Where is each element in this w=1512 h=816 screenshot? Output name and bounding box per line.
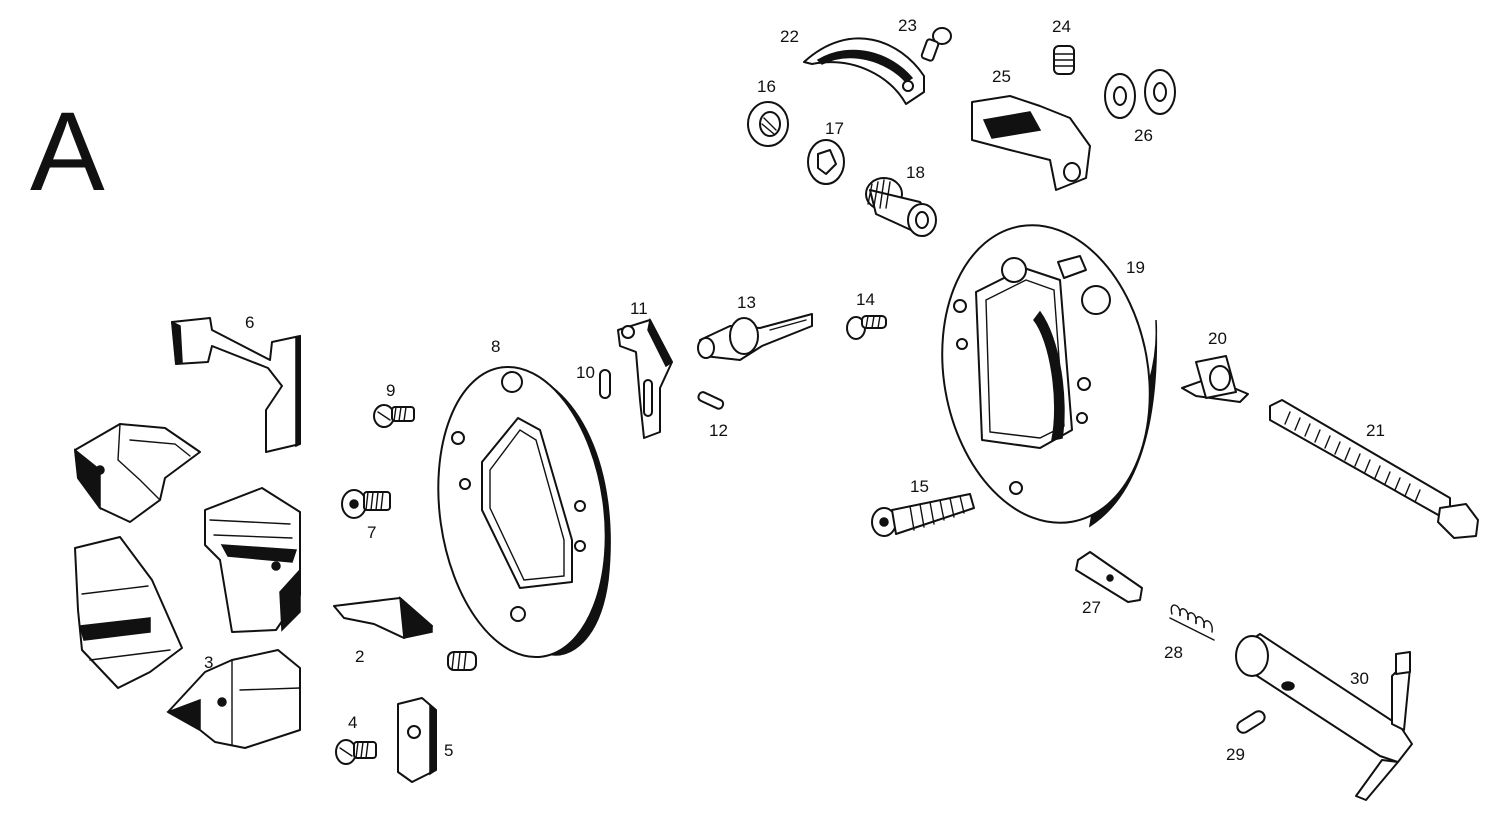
part-30-handle <box>1235 633 1413 801</box>
part-8-disc-plate <box>437 365 611 659</box>
part-13-shaft <box>697 313 813 361</box>
part-21-lead-screw <box>1269 399 1479 539</box>
panel-letter: A <box>30 89 105 214</box>
part-29-pin <box>1236 710 1266 734</box>
label-8: 8 <box>491 337 500 356</box>
set-screw-small <box>447 651 477 671</box>
part-16-nut <box>747 101 789 147</box>
part-labels: 2 3 4 5 6 7 8 9 10 11 12 13 14 15 16 17 … <box>204 16 1385 764</box>
part-12-pin <box>697 391 725 410</box>
label-6: 6 <box>245 313 254 332</box>
label-14: 14 <box>856 290 875 309</box>
label-29: 29 <box>1226 745 1245 764</box>
label-18: 18 <box>906 163 925 182</box>
label-2: 2 <box>355 647 364 666</box>
label-15: 15 <box>910 477 929 496</box>
part-20-block <box>1181 355 1249 403</box>
part-6-bracket <box>171 317 301 453</box>
jaw-block-upper-left <box>74 423 201 523</box>
label-7: 7 <box>367 523 376 542</box>
part-10-pin <box>599 369 611 399</box>
label-4: 4 <box>348 713 357 732</box>
label-10: 10 <box>576 363 595 382</box>
label-5: 5 <box>444 741 453 760</box>
label-20: 20 <box>1208 329 1227 348</box>
label-28: 28 <box>1164 643 1183 662</box>
jaw-block-lower-left <box>74 536 183 689</box>
part-4-screw <box>335 739 377 765</box>
part-18-bushing <box>865 177 937 237</box>
label-12: 12 <box>709 421 728 440</box>
part-15-cap-screw <box>871 493 975 537</box>
label-21: 21 <box>1366 421 1385 440</box>
label-19: 19 <box>1126 258 1145 277</box>
label-30: 30 <box>1350 669 1369 688</box>
part-19-ring-body <box>941 224 1158 528</box>
part-5-nut-plate <box>397 697 437 783</box>
part-11-latch <box>617 317 673 439</box>
label-27: 27 <box>1082 598 1101 617</box>
jaw-block-middle-right <box>204 487 301 633</box>
part-7-cap-screw <box>341 489 391 519</box>
part-3-jaw <box>166 649 301 749</box>
part-28-spring <box>1169 604 1215 641</box>
label-24: 24 <box>1052 17 1071 36</box>
part-14-screw <box>846 315 887 340</box>
label-13: 13 <box>737 293 756 312</box>
label-26: 26 <box>1134 126 1153 145</box>
part-24-set-screw <box>1053 45 1075 75</box>
part-17-washer <box>807 139 845 185</box>
label-9: 9 <box>386 381 395 400</box>
label-3: 3 <box>204 653 213 672</box>
part-2-plate <box>333 596 433 639</box>
part-26-washers <box>1104 69 1176 119</box>
label-16: 16 <box>757 77 776 96</box>
label-11: 11 <box>630 299 648 318</box>
part-23-screw <box>920 27 952 62</box>
label-25: 25 <box>992 67 1011 86</box>
part-27-pin <box>1075 551 1143 603</box>
label-22: 22 <box>780 27 799 46</box>
label-23: 23 <box>898 16 917 35</box>
part-22-curved-cover <box>803 37 925 105</box>
label-17: 17 <box>825 119 844 138</box>
part-25-bracket <box>971 95 1091 191</box>
part-9-screw <box>373 404 415 428</box>
